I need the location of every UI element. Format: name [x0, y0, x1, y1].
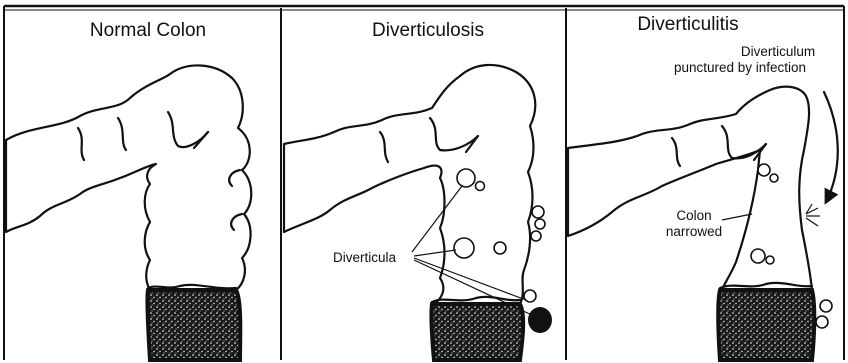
- puncture-burst-icon: [806, 204, 820, 226]
- panel-title: Diverticulitis: [637, 14, 738, 35]
- diverticulum-pouch: [535, 219, 545, 229]
- colon-narrowed-label: Colon: [676, 208, 711, 223]
- panel-normal-colon: Normal Colon: [6, 20, 251, 360]
- diverticulum-pouch: [770, 174, 778, 182]
- diverticulum-pouch: [751, 249, 765, 263]
- diverticulum-label: punctured by infection: [674, 60, 806, 75]
- panel-diverticulosis: Diverticulosis: [284, 20, 552, 360]
- panel-title: Diverticulosis: [372, 20, 484, 41]
- panel-diverticulitis: Diverticulitis: [568, 14, 838, 360]
- colon-narrowed-label: narrowed: [666, 224, 722, 239]
- colon-illustration: Diverticulum punctured by infection Colo…: [568, 44, 838, 360]
- panel-title: Normal Colon: [90, 20, 206, 41]
- diverticulum-pouch: [494, 242, 506, 254]
- colon-illustration: Diverticula: [284, 65, 552, 360]
- stool-mass: [431, 304, 523, 360]
- diverticulum-pouch: [528, 307, 552, 333]
- curved-arrow-icon: [824, 92, 838, 202]
- diverticulum-pouch: [531, 231, 541, 241]
- diverticulum-pouch: [476, 182, 485, 191]
- colon-illustration: [6, 65, 251, 360]
- diverticula-label: Diverticula: [333, 250, 397, 265]
- diverticulum-label: Diverticulum: [741, 44, 815, 59]
- stool-mass: [718, 290, 814, 360]
- diverticulum-pouch: [532, 206, 544, 218]
- diverticulum-pouch: [766, 256, 774, 264]
- diverticulum-pouch: [758, 164, 770, 176]
- diverticulum-pouch: [457, 169, 475, 187]
- stool-mass: [147, 290, 240, 360]
- diverticulum-pouch: [454, 238, 474, 258]
- diverticulum-pouch: [820, 300, 832, 312]
- diverticulum-pouch: [816, 316, 828, 328]
